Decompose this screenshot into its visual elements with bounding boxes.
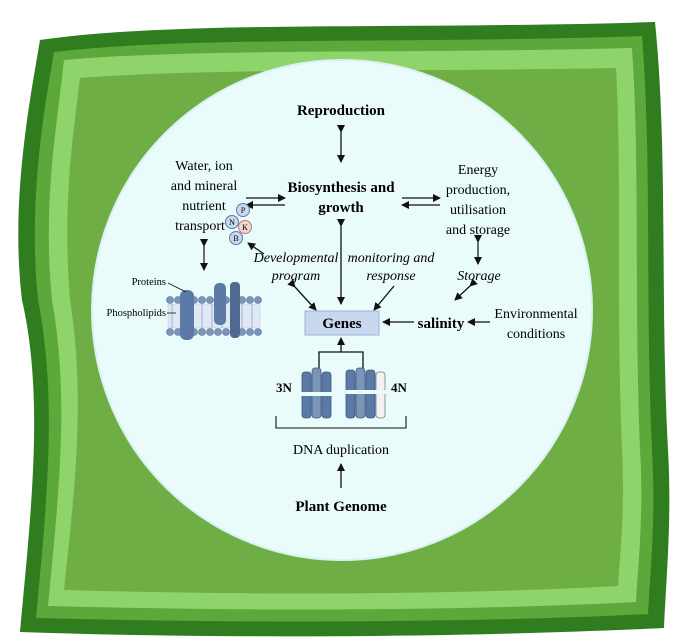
node-water-line2: and mineral (171, 179, 238, 194)
membrane-protein-1 (180, 290, 194, 340)
membrane-protein-3 (230, 282, 240, 338)
node-monitoring-line2: response (366, 269, 415, 284)
membrane-protein-2 (214, 283, 226, 325)
nucleus (91, 59, 593, 561)
cell-membrane-illustration (166, 282, 262, 340)
nutrient-ions: P N K B (225, 203, 252, 245)
node-environmental-line2: conditions (507, 327, 565, 342)
chromosomes-3n (301, 367, 332, 419)
node-reproduction: Reproduction (297, 103, 386, 119)
node-plant-genome: Plant Genome (295, 499, 387, 515)
nutrient-p-circle (236, 203, 250, 217)
nutrient-n: N (229, 218, 235, 227)
node-salinity: salinity (418, 316, 465, 332)
nutrient-k-circle (238, 220, 252, 234)
nutrient-b: B (233, 234, 238, 243)
node-energy-line3: utilisation (450, 203, 506, 218)
genes-box (304, 310, 380, 336)
node-developmental-line1: Developmental (253, 251, 339, 266)
nutrient-p: P (241, 206, 246, 215)
chromosomes-4n (345, 367, 386, 419)
label-3n: 3N (276, 380, 293, 395)
label-proteins: Proteins (132, 277, 166, 288)
node-energy-line4: and storage (446, 223, 510, 238)
node-storage: Storage (457, 269, 501, 284)
label-4n: 4N (391, 380, 408, 395)
node-water-line3: nutrient (182, 199, 226, 214)
node-biosynthesis-line2: growth (318, 200, 364, 216)
arrow-developmental-to-genes (287, 279, 317, 311)
arrow-developmental-to-nutrients (247, 242, 265, 255)
nutrient-b-circle (229, 231, 243, 245)
node-environmental-line1: Environmental (494, 307, 577, 322)
arrow-monitoring-to-genes (373, 285, 395, 311)
node-energy-line2: production, (446, 183, 510, 198)
node-energy-line1: Energy (458, 163, 498, 178)
nutrient-k: K (242, 223, 248, 232)
nutrient-n-circle (225, 215, 239, 229)
chromosome-connector (318, 337, 364, 368)
arrow-storage-salinity (454, 278, 478, 301)
node-genes: Genes (322, 316, 361, 332)
pointer-proteins (167, 282, 187, 293)
node-water-line4: transport (175, 219, 225, 234)
node-dna-duplication: DNA duplication (293, 443, 389, 458)
duplication-bracket (275, 416, 407, 429)
node-developmental-line2: program (271, 269, 321, 284)
node-water-line1: Water, ion (175, 159, 232, 174)
node-monitoring-line1: monitoring and (348, 251, 436, 266)
label-phospholipids: Phospholipids (106, 308, 166, 319)
node-biosynthesis-line1: Biosynthesis and (287, 180, 395, 196)
